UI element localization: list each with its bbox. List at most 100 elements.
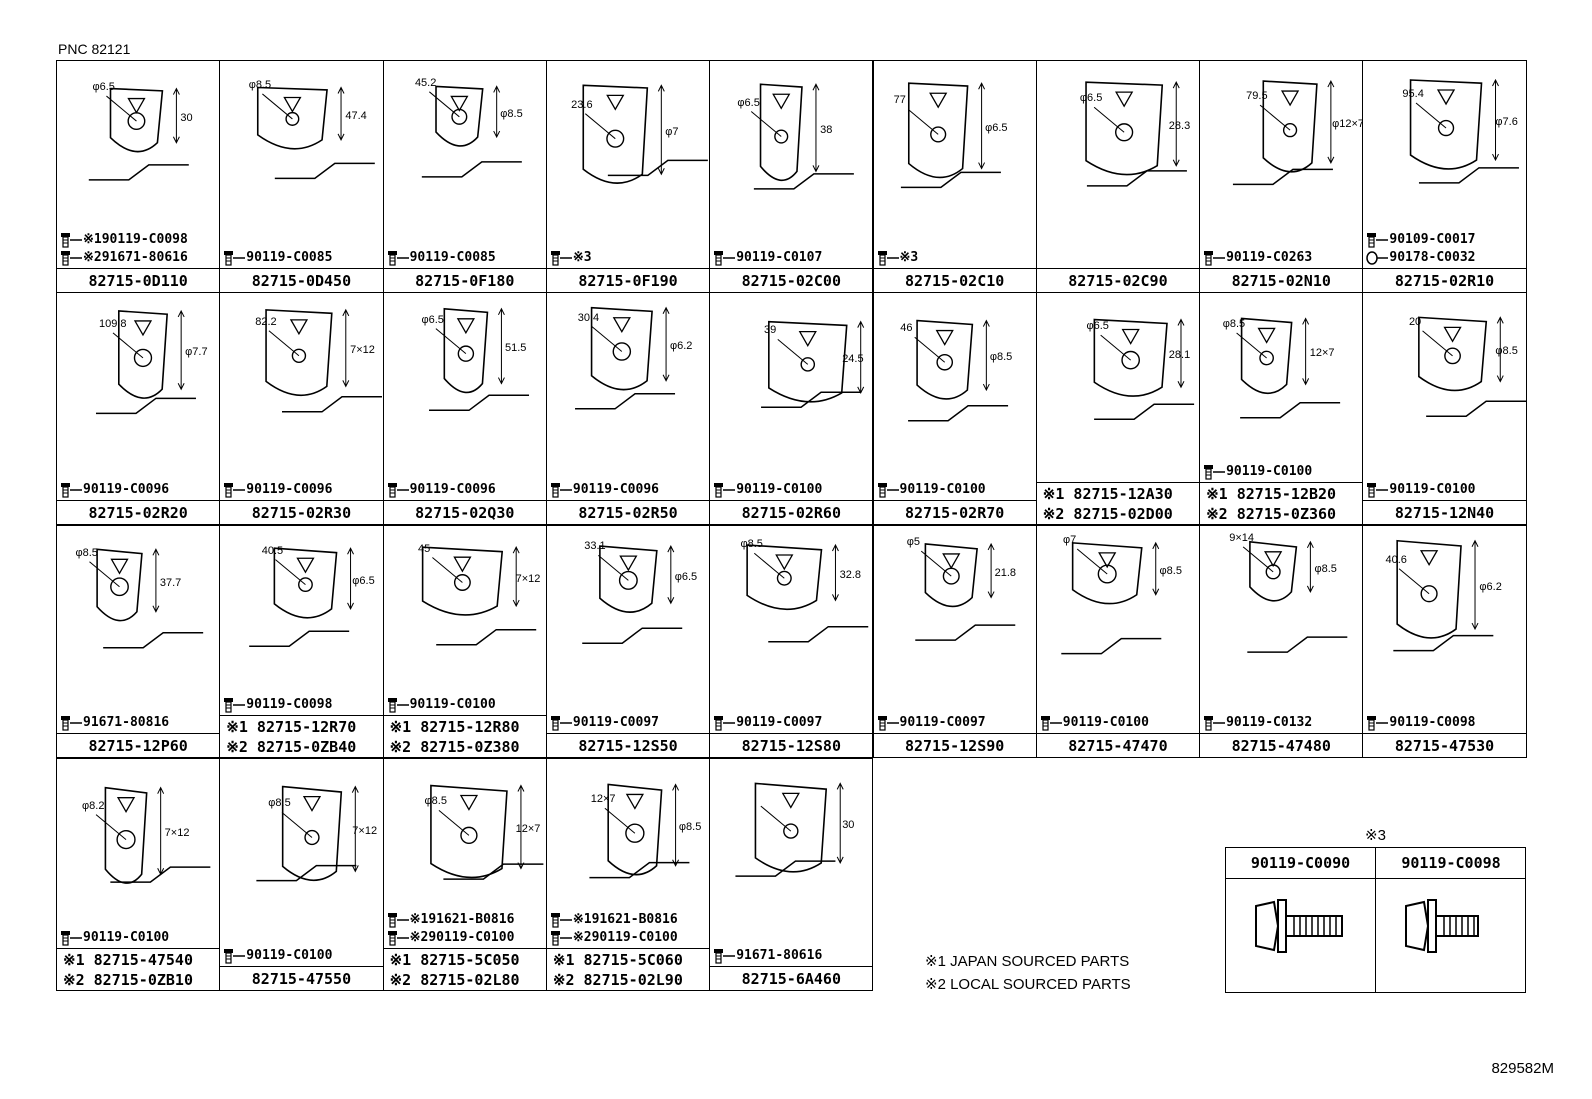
fastener-item[interactable]: ※191621-B0816 bbox=[387, 911, 514, 929]
part-number[interactable]: ※2 82715-02L90 bbox=[552, 971, 683, 989]
bolt-column-c0090[interactable]: 90119-C0090 bbox=[1226, 848, 1376, 992]
part-number[interactable]: ※2 82715-0ZB40 bbox=[226, 738, 357, 756]
part-number[interactable]: 82715-47550 bbox=[251, 970, 352, 988]
part-number[interactable]: ※1 82715-5C050 bbox=[389, 951, 520, 969]
part-number[interactable]: 82715-02R20 bbox=[88, 504, 188, 522]
fastener-item[interactable]: 90119-C0100 bbox=[223, 947, 332, 965]
part-number[interactable]: 82715-6A460 bbox=[741, 970, 841, 988]
fastener-item[interactable]: 90119-C0096 bbox=[550, 481, 659, 499]
fastener-item[interactable]: ※3 bbox=[550, 249, 592, 267]
part-number[interactable]: 82715-47530 bbox=[1394, 737, 1495, 755]
part-number[interactable]: 82715-02R60 bbox=[741, 504, 841, 522]
fastener-item[interactable]: 90119-C0100 bbox=[1366, 481, 1475, 499]
part-number[interactable]: 82715-02C90 bbox=[1068, 272, 1168, 290]
part-number[interactable]: 82715-0D110 bbox=[88, 272, 188, 290]
part-number[interactable]: 82715-0D450 bbox=[251, 272, 352, 290]
fastener-item[interactable]: 90119-C0132 bbox=[1203, 714, 1312, 732]
bolt-column-c0098[interactable]: 90119-C0098 bbox=[1376, 848, 1526, 992]
fastener-item[interactable]: 90119-C0096 bbox=[223, 481, 332, 499]
part-number[interactable]: ※1 82715-12R70 bbox=[226, 718, 357, 736]
fastener-item[interactable]: ※290119-C0100 bbox=[387, 929, 514, 947]
part-number[interactable]: ※2 82715-0Z360 bbox=[1206, 505, 1337, 523]
part-number[interactable]: 82715-02R70 bbox=[904, 504, 1005, 522]
part-number[interactable]: 82715-12P60 bbox=[88, 737, 188, 755]
part-number[interactable]: 82715-0F180 bbox=[415, 272, 515, 290]
fastener-item[interactable]: 90119-C0100 bbox=[1203, 463, 1312, 481]
part-number[interactable]: 82715-02C00 bbox=[741, 272, 841, 290]
fastener-item[interactable]: 90119-C0097 bbox=[550, 714, 659, 732]
part-number[interactable]: 82715-47470 bbox=[1068, 737, 1168, 755]
part-number[interactable]: 82715-0F190 bbox=[578, 272, 678, 290]
fastener-item[interactable]: ※190119-C0098 bbox=[60, 231, 188, 249]
fastener-item[interactable]: 90178-C0032 bbox=[1366, 249, 1475, 267]
part-number[interactable]: 82715-02C10 bbox=[904, 272, 1005, 290]
fastener-item[interactable]: ※191621-B0816 bbox=[550, 911, 678, 929]
fastener-item[interactable]: 90119-C0097 bbox=[877, 714, 986, 732]
part-number[interactable]: 82715-47480 bbox=[1231, 737, 1331, 755]
part-number[interactable]: ※1 82715-12A30 bbox=[1042, 485, 1173, 503]
part-number[interactable]: 82715-02R30 bbox=[251, 504, 352, 522]
fastener-item[interactable]: 90119-C0100 bbox=[713, 481, 822, 499]
part-number[interactable]: ※2 82715-02D00 bbox=[1042, 505, 1173, 523]
fastener-item[interactable]: 90119-C0096 bbox=[387, 481, 496, 499]
part-number[interactable]: ※2 82715-0ZB10 bbox=[63, 971, 193, 989]
fastener-item[interactable]: 90119-C0098 bbox=[1366, 714, 1475, 732]
part-number[interactable]: 82715-02R10 bbox=[1394, 272, 1495, 290]
fastener-item[interactable]: 90119-C0098 bbox=[223, 696, 332, 714]
fastener-item[interactable]: 90119-C0097 bbox=[713, 714, 822, 732]
fastener-item[interactable]: 90119-C0263 bbox=[1203, 249, 1312, 267]
part-number[interactable]: ※2 82715-02L80 bbox=[389, 971, 520, 989]
fastener-item[interactable]: 90119-C0100 bbox=[387, 696, 496, 714]
part-number[interactable]: ※1 82715-12R80 bbox=[389, 718, 520, 736]
fastener-item[interactable]: 90119-C0100 bbox=[877, 481, 986, 499]
fastener-item[interactable]: ※291671-80616 bbox=[60, 249, 188, 267]
part-number[interactable]: 82715-02Q30 bbox=[415, 504, 515, 522]
fastener-item[interactable]: 90119-C0107 bbox=[713, 249, 822, 267]
fastener-item[interactable]: 90119-C0085 bbox=[387, 249, 496, 267]
fastener-item[interactable]: 91671-80616 bbox=[713, 947, 822, 965]
part-number[interactable]: 82715-12N40 bbox=[1394, 504, 1495, 522]
part-number[interactable]: ※2 82715-0Z380 bbox=[389, 738, 520, 756]
part-number[interactable]: 82715-02N10 bbox=[1231, 272, 1331, 290]
fastener-item[interactable]: 90119-C0096 bbox=[60, 481, 169, 499]
fastener-item[interactable]: ※290119-C0100 bbox=[550, 929, 678, 947]
part-number[interactable]: 82715-12S80 bbox=[741, 737, 841, 755]
part-number[interactable]: 82715-12S50 bbox=[578, 737, 678, 755]
part-number[interactable]: 82715-02R50 bbox=[578, 504, 678, 522]
fastener-item[interactable]: 91671-80816 bbox=[60, 714, 169, 732]
fastener-item[interactable]: 90119-C0100 bbox=[1040, 714, 1149, 732]
part-number[interactable]: 82715-12S90 bbox=[904, 737, 1005, 755]
fastener-item[interactable]: 90119-C0085 bbox=[223, 249, 332, 267]
